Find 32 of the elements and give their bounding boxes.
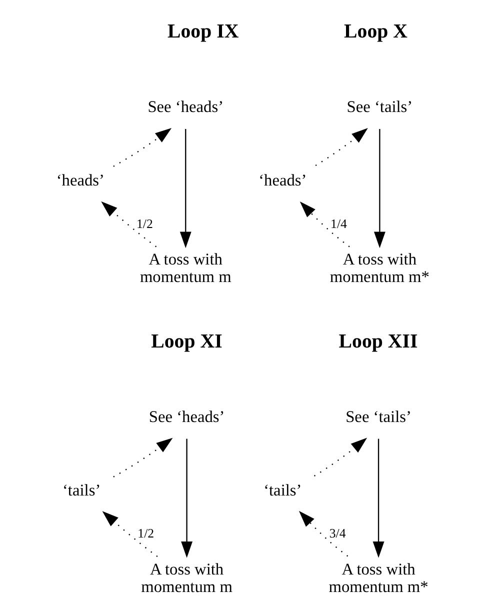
label: Loop X [344,20,408,43]
arrow [179,128,191,248]
node-text: ‘tails’ [62,480,100,500]
label: Loop XI [150,330,222,352]
edge-label: 1/2 [137,526,154,541]
node-text: ‘heads’ [258,170,306,190]
arrow [372,438,384,558]
arrow [314,128,368,166]
label: Loop IX [167,20,238,43]
edge-label: 1/2 [136,216,152,231]
arrow [299,202,350,248]
edge-label: 1/4 [330,216,346,231]
arrow [100,201,156,248]
node-text: A toss with momentum m* [328,559,428,596]
arrow [313,438,367,476]
node-text: See ‘tails’ [345,406,411,426]
node-text: A toss with momentum m* [329,250,429,286]
node-text: See ‘heads’ [148,406,224,426]
arrow [112,128,172,167]
node-text: See ‘heads’ [147,96,224,116]
edge-label: 3/4 [328,526,346,541]
node-text: ‘heads’ [56,170,104,190]
node-text: ‘tails’ [263,480,302,500]
node-text: A toss with momentum m [140,559,232,596]
arrow [373,128,385,248]
arrow [112,438,172,478]
arrow [298,510,348,557]
label: Loop XII [338,330,418,352]
arrow [180,438,192,558]
node-text: A toss with momentum m [139,250,231,286]
arrow [102,511,158,558]
node-text: See ‘tails’ [346,96,412,116]
